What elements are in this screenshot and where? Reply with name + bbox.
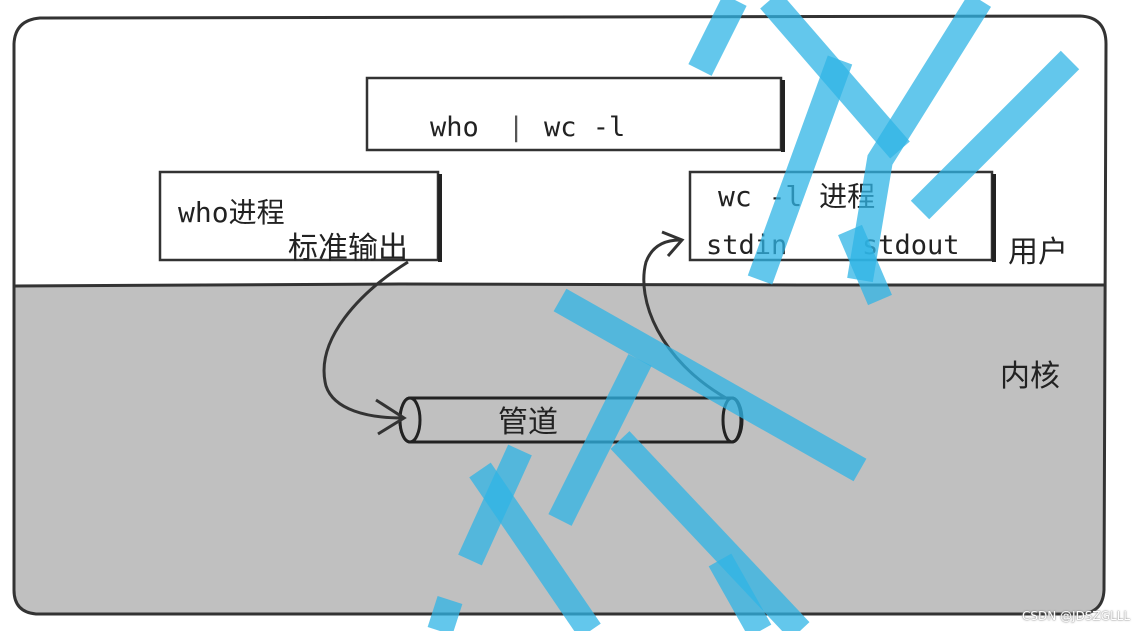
pipe-cylinder [398,396,744,444]
command-right: wc -l [544,112,625,143]
watermark-strokes [427,0,1080,631]
who-process-box [158,170,440,262]
who-process-title: who进程 [178,196,285,229]
kernel-space-label: 内核 [1000,359,1060,394]
command-left: who [430,112,479,143]
pipe-label: 管道 [498,405,558,440]
outer-frame [12,14,1108,616]
user-space-label: 用户 [1008,235,1068,270]
command-separator: | [508,112,524,143]
user-kernel-divider [13,282,1104,288]
who-output-label: 标准输出 [288,231,408,266]
arrow-pipe-to-wc-head [661,230,685,257]
kernel-space-region [14,285,1106,614]
watermark-credit: CSDN @JDSZGLLL [1022,609,1130,623]
arrow-who-to-pipe [322,260,409,420]
arrow-who-to-pipe-head [375,398,407,436]
